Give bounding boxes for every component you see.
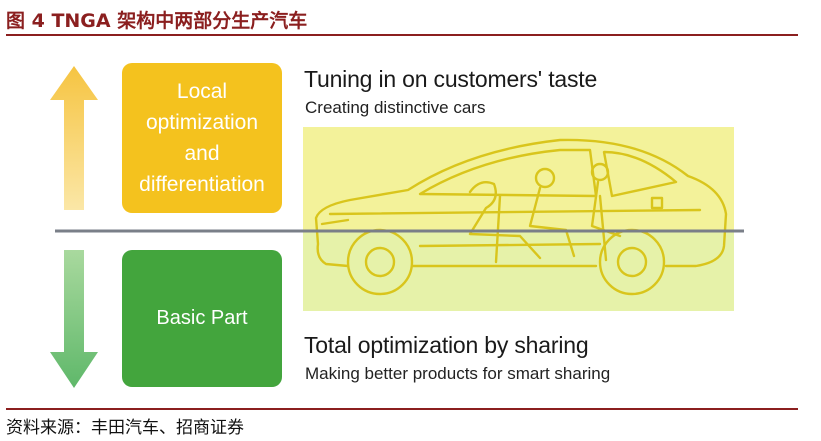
- basic-part-label: Basic Part: [156, 307, 248, 329]
- upper-heading-title: Tuning in on customers' taste: [304, 66, 598, 92]
- title-rule: [6, 34, 798, 36]
- source-note: 资料来源：丰田汽车、招商证券: [6, 418, 244, 438]
- lower-heading-title: Total optimization by sharing: [304, 332, 589, 358]
- figure-title: 图 4 TNGA 架构中两部分生产汽车: [6, 10, 308, 32]
- local-optimization-box: Local optimization and differentiation: [122, 63, 282, 213]
- car-outline-icon: [314, 138, 728, 296]
- source-rule: [6, 408, 798, 410]
- lower-heading-subtitle: Making better products for smart sharing: [305, 364, 611, 383]
- up-arrow-icon: [50, 66, 98, 210]
- upper-heading-subtitle: Creating distinctive cars: [305, 98, 486, 117]
- upper-band: [303, 127, 734, 231]
- down-arrow-icon: [50, 250, 98, 388]
- lower-band: [303, 231, 734, 311]
- basic-part-box: Basic Part: [122, 250, 282, 387]
- local-optimization-label: Local optimization and differentiation: [139, 80, 265, 196]
